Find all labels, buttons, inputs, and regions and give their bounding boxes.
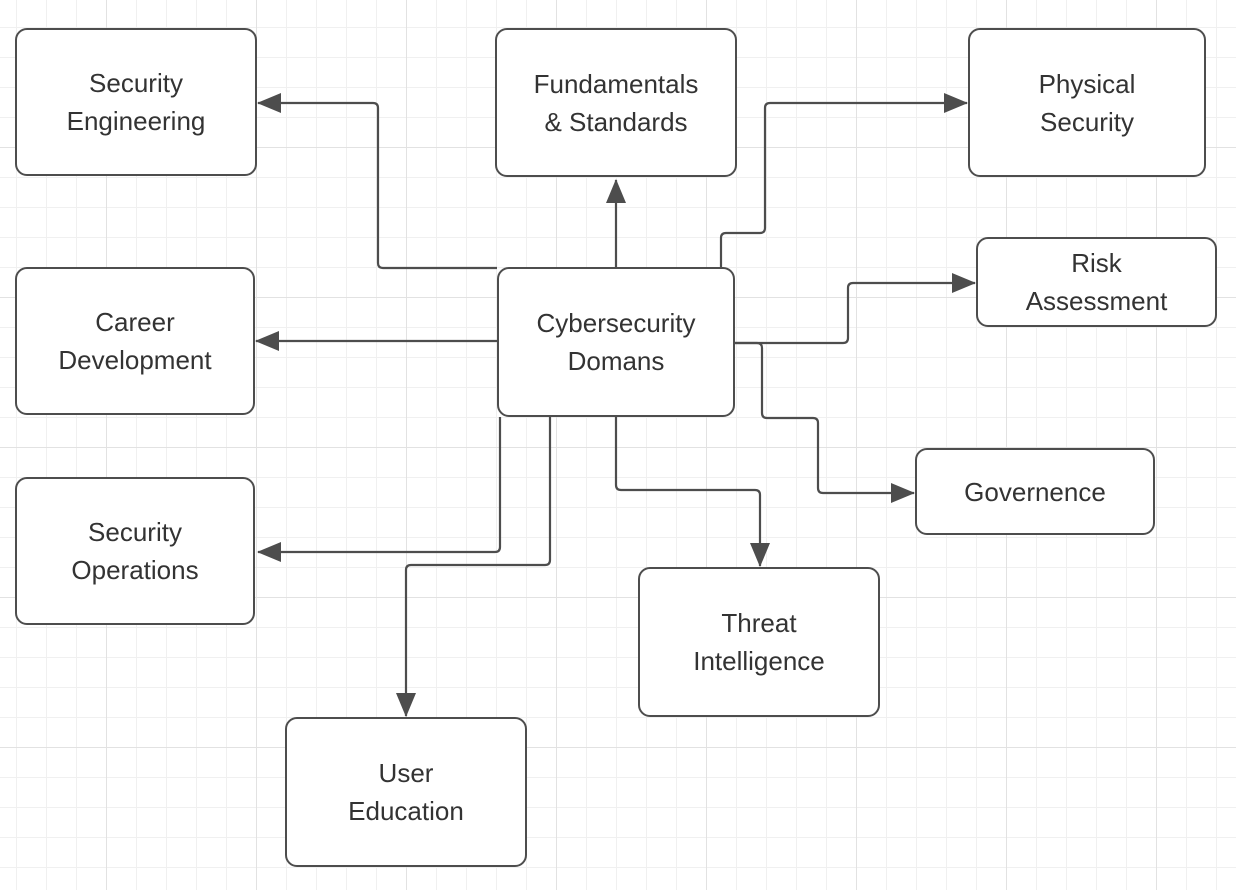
node-physical-security[interactable]: Physical Security <box>968 28 1206 177</box>
edge-to-user-education[interactable] <box>396 417 552 717</box>
node-security-engineering[interactable]: Security Engineering <box>15 28 257 176</box>
node-career-development-label: Career Development <box>58 307 212 375</box>
node-risk-assessment[interactable]: Risk Assessment <box>976 237 1217 327</box>
node-user-education[interactable]: User Education <box>285 717 527 867</box>
node-threat-intelligence-label: Threat Intelligence <box>693 608 825 676</box>
node-governence[interactable]: Governence <box>915 448 1155 535</box>
node-cybersecurity-domans-label: Cybersecurity Domans <box>536 308 696 376</box>
edge-to-governence[interactable] <box>735 341 915 503</box>
node-fundamentals-standards[interactable]: Fundamentals & Standards <box>495 28 737 177</box>
node-fundamentals-standards-label: Fundamentals & Standards <box>533 68 699 137</box>
node-governence-label: Governence <box>964 476 1106 507</box>
edge-to-security-operations[interactable] <box>257 417 502 562</box>
edge-to-physical-security[interactable] <box>719 93 968 267</box>
node-cybersecurity-domans[interactable]: Cybersecurity Domans <box>497 267 735 417</box>
node-risk-assessment-label: Risk Assessment <box>1025 248 1168 316</box>
edge-to-risk-assessment[interactable] <box>735 273 976 345</box>
node-career-development[interactable]: Career Development <box>15 267 255 415</box>
node-security-engineering-label: Security Engineering <box>66 68 206 136</box>
node-security-operations[interactable]: Security Operations <box>15 477 255 625</box>
node-security-operations-label: Security Operations <box>71 517 199 585</box>
edge-to-threat-intelligence[interactable] <box>614 417 770 567</box>
node-physical-security-label: Physical Security <box>1038 68 1136 137</box>
node-user-education-label: User Education <box>348 758 464 826</box>
edge-to-security-engineering[interactable] <box>257 93 497 270</box>
node-threat-intelligence[interactable]: Threat Intelligence <box>638 567 880 717</box>
